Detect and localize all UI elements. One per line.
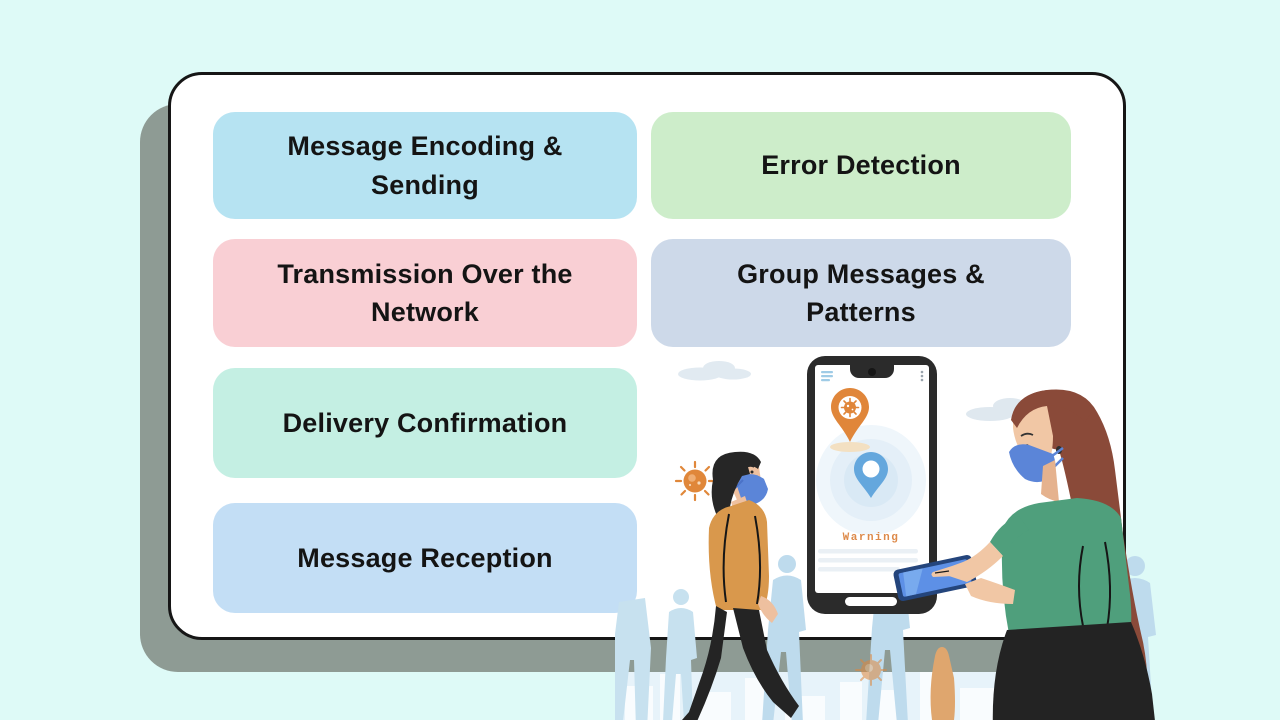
silhouette-person — [663, 589, 697, 720]
man-hair — [711, 451, 761, 516]
location-pin-icon — [854, 452, 888, 498]
tan-silhouette-person — [930, 647, 955, 720]
camera-icon — [868, 368, 876, 376]
topic-box-transmission: Transmission Over the Network — [213, 239, 637, 347]
man-leg — [682, 606, 727, 720]
topic-label: Error Detection — [761, 150, 961, 181]
content-card: Message Encoding & Sending Error Detecti… — [168, 72, 1126, 640]
topic-box-message-encoding: Message Encoding & Sending — [213, 112, 637, 219]
cloud-icon — [678, 361, 751, 381]
shirt-seams — [722, 513, 762, 605]
man-hand — [758, 596, 778, 623]
pin-shadow — [830, 442, 870, 452]
topic-label: Message Reception — [297, 542, 553, 573]
woman-hair-top — [1011, 389, 1093, 428]
topic-box-delivery-confirmation: Delivery Confirmation — [213, 368, 637, 478]
woman-shirt — [1001, 498, 1132, 634]
finger-line — [934, 570, 950, 574]
topic-box-message-reception: Message Reception — [213, 503, 637, 613]
topic-label: Group Messages & Patterns — [737, 258, 985, 327]
tracking-phone: Warning — [807, 356, 937, 614]
home-indicator — [845, 597, 897, 606]
virus-icon — [674, 460, 716, 502]
kebab-menu-icon — [920, 370, 924, 382]
warning-label: Warning — [843, 532, 900, 544]
walking-man — [682, 451, 799, 720]
topic-label: Delivery Confirmation — [282, 407, 568, 438]
shirt-seams — [1078, 541, 1112, 629]
hamburger-menu-icon — [821, 371, 833, 382]
woman-holding-hand — [965, 578, 1015, 604]
man-leg — [733, 608, 799, 718]
pandemic-tracking-illustration: Warning — [615, 356, 1156, 720]
woman-forearm — [949, 542, 1003, 582]
topic-label: Message Encoding & Sending — [287, 131, 563, 200]
topic-box-group-messages: Group Messages & Patterns — [651, 239, 1071, 347]
woman-neck — [1041, 460, 1059, 502]
virus-location-pin-icon — [831, 388, 869, 442]
woman-eyebrow — [1020, 432, 1034, 437]
topic-label: Transmission Over the Network — [277, 258, 573, 327]
woman-skirt — [992, 622, 1155, 720]
placeholder-text-lines — [818, 549, 918, 572]
man-eye — [750, 470, 754, 474]
virus-icon — [855, 654, 887, 686]
topic-box-error-detection: Error Detection — [651, 112, 1071, 219]
screen-glare — [903, 568, 923, 597]
woman-sleeve — [990, 516, 1029, 556]
pointing-woman — [893, 389, 1155, 720]
